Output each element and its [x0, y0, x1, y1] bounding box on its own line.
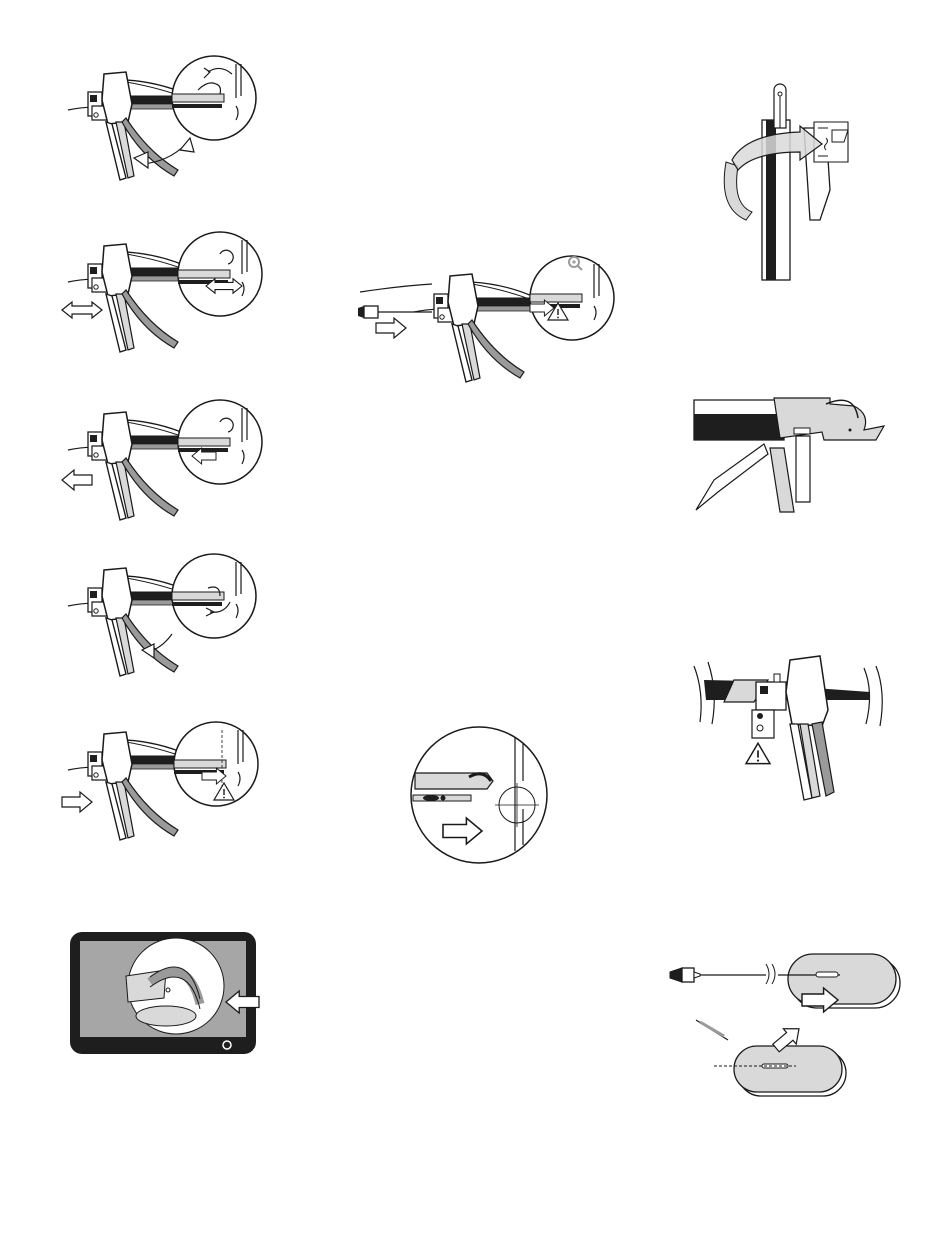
device-illustration: [68, 244, 186, 352]
step-insert-catheter-figure: [358, 256, 614, 382]
right-arrow-icon: [376, 318, 406, 338]
catheter-insertion-and-removal-figure: [670, 954, 900, 1096]
detail-target-alignment-figure: [411, 727, 547, 863]
left-arrow-icon: [62, 470, 92, 490]
step-advance-caution-figure: [62, 722, 258, 840]
wrap-around-cartridge-figure: [724, 84, 848, 280]
step-slide-back-forth-figure: [62, 232, 262, 352]
remove-cartridge-strips-figure: [694, 398, 884, 512]
device-illustration: [68, 412, 186, 520]
double-arrow-icon: [62, 302, 102, 318]
device-in-tissue-caution-figure: [694, 656, 882, 800]
step-pull-back-figure: [62, 400, 262, 520]
step-release-handle-figure: [68, 554, 256, 676]
right-arrow-icon: [62, 792, 92, 812]
step-rotate-handle-figure: [68, 56, 256, 180]
monitor-view-figure: [70, 932, 259, 1054]
warning-triangle-icon: [746, 743, 770, 763]
device-illustration: [68, 72, 186, 180]
device-illustration: [68, 568, 186, 676]
device-illustration: [68, 732, 186, 840]
